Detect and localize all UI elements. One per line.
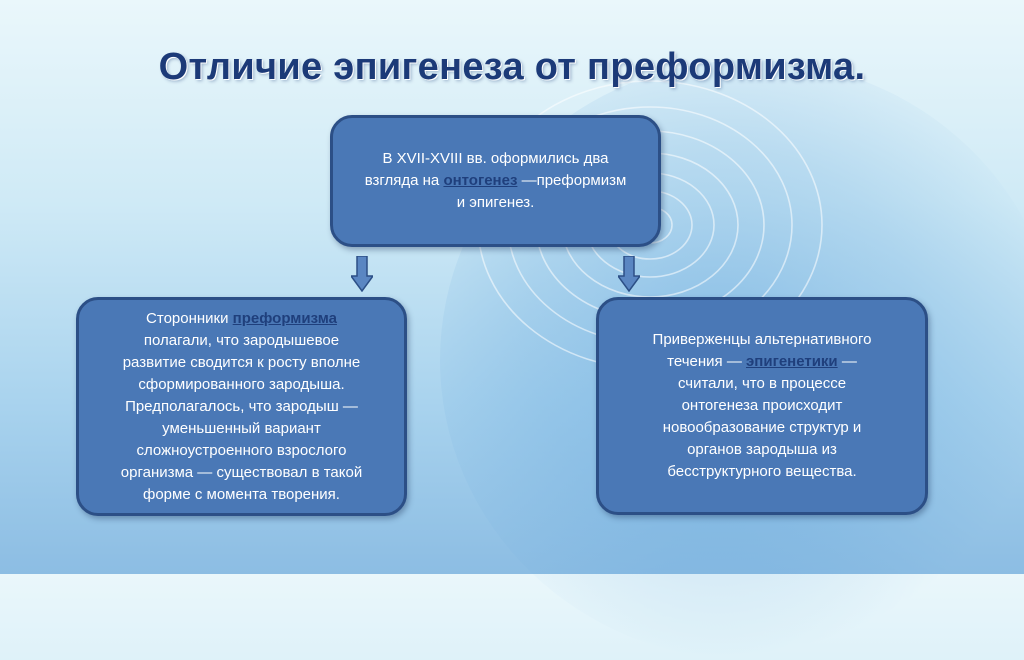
- right-box-line: новообразование структур и: [662, 419, 862, 436]
- top-box-line-2-suffix: —преформизм: [517, 172, 627, 189]
- down-arrow-icon: [351, 256, 373, 292]
- right-box-line-1: Приверженцы альтернативного: [652, 331, 872, 348]
- ontogenesis-link[interactable]: онтогенез: [443, 172, 518, 189]
- left-box-line: уменьшенный вариант: [162, 419, 321, 437]
- left-box-line: полагали, что зародышевое: [143, 331, 340, 349]
- top-box: В XVII-XVIII вв. оформились два взгляда …: [330, 115, 661, 247]
- epigenetics-link[interactable]: эпигенетики: [746, 353, 838, 370]
- left-box-line: сформированного зародыша.: [138, 375, 345, 393]
- right-box-line-2-suffix: —: [837, 353, 857, 370]
- left-box-line: форме с момента творения.: [143, 485, 340, 503]
- left-box-line: сложноустроенного взрослого: [136, 441, 347, 459]
- down-arrow-icon: [618, 256, 640, 292]
- right-box-line: считали, что в процессе: [677, 375, 847, 392]
- right-box-line: онтогенеза происходит: [681, 397, 843, 414]
- left-box-line: Предполагалось, что зародыш —: [125, 397, 358, 415]
- top-box-line-3: и эпигенез.: [456, 194, 535, 211]
- right-box-line: бесструктурного вещества.: [667, 463, 857, 480]
- top-box-line-1: В XVII-XVIII вв. оформились два: [382, 150, 609, 167]
- left-box-line-1-prefix: Сторонники: [146, 309, 233, 327]
- right-box-line: органов зародыша из: [687, 441, 837, 458]
- right-box-line-2-prefix: течения —: [667, 353, 746, 370]
- epigenesis-box: Приверженцы альтернативного течения — эп…: [596, 297, 928, 515]
- top-box-line-2-prefix: взгляда на: [364, 172, 444, 189]
- slide-title: Отличие эпигенеза от преформизма.: [158, 46, 866, 88]
- left-box-line: организма — существовал в такой: [120, 463, 363, 481]
- preformism-box: Сторонники преформизма полагали, что зар…: [76, 297, 407, 516]
- left-box-line: развитие сводится к росту вполне: [122, 353, 361, 371]
- preformism-link[interactable]: преформизма: [232, 309, 337, 327]
